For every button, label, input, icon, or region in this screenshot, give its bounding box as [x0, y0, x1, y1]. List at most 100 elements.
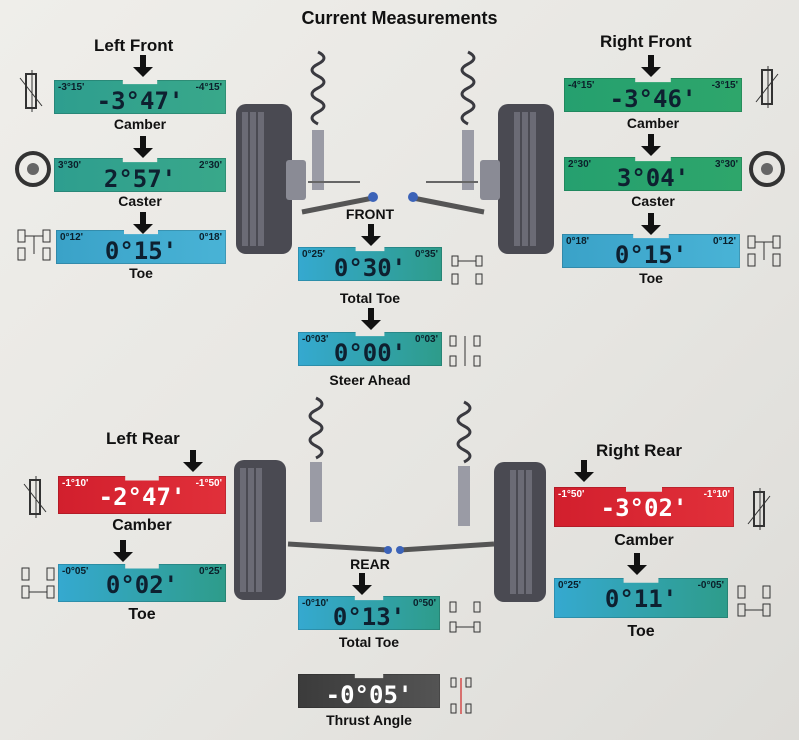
- right-rear-header: Right Rear: [596, 441, 682, 460]
- rf-camber-value: -3°46': [609, 85, 697, 113]
- rf-caster-min: 2°30': [568, 159, 592, 170]
- rf-caster-label: Caster: [631, 193, 675, 209]
- thrust-angle-label: Thrust Angle: [326, 712, 412, 728]
- left-rear-header: Left Rear: [106, 429, 180, 448]
- lr-camber-label: Camber: [112, 517, 172, 534]
- front-total-toe-value: 0°30': [333, 254, 407, 282]
- rf-toe-min: 0°18': [566, 236, 590, 247]
- rr-camber-arrow-icon: [574, 460, 594, 482]
- rear-total-toe-label: Total Toe: [338, 634, 400, 650]
- lr-toe-label: Toe: [128, 606, 156, 623]
- thrust-angle-value: -0°05': [325, 681, 413, 709]
- front-suspension-illustration: [236, 50, 554, 254]
- lr-camber-gauge: -1°10' -1°50' -2°47': [58, 476, 226, 514]
- page-title: Current Measurements: [301, 8, 498, 28]
- front-total-toe-gauge: 0°25' 0°35' 0°30': [298, 247, 442, 281]
- rf-toe-max: 0°12': [712, 236, 736, 247]
- rf-camber-label: Camber: [626, 115, 680, 131]
- lf-toe-gauge: 0°12' 0°18' 0°15': [56, 230, 226, 264]
- lf-camber-gauge: -3°15' -4°15' -3°47': [54, 80, 226, 114]
- rf-caster-arrow-icon: [641, 134, 661, 156]
- front-total-toe-min: 0°25': [302, 249, 326, 260]
- rf-camber-gauge: -4°15' -3°15' -3°46': [564, 78, 742, 112]
- steer-ahead-label: Steer Ahead: [329, 372, 411, 388]
- rear-total-toe-value: 0°13': [332, 603, 406, 631]
- front-total-toe-label: Total Toe: [339, 290, 401, 306]
- lf-toe-value: 0°15': [104, 237, 178, 265]
- lf-camber-label: Camber: [113, 116, 167, 132]
- lr-camber-value: -2°47': [98, 483, 186, 511]
- lf-camber-value: -3°47': [96, 87, 184, 115]
- steer-ahead-icon: [449, 335, 481, 367]
- lf-camber-max: -4°15': [195, 82, 222, 93]
- rr-toe-value: 0°11': [604, 585, 678, 613]
- rr-toe-label: Toe: [627, 623, 655, 640]
- right-front-header: Right Front: [600, 32, 692, 51]
- rear-total-toe-gauge: -0°10' 0°50' 0°13': [298, 596, 440, 630]
- rr-camber-max: -1°10': [703, 489, 730, 500]
- steer-ahead-min: -0°03': [302, 334, 329, 345]
- rr-toe-min: 0°25': [558, 580, 582, 591]
- lf-caster-min: 3°30': [58, 160, 82, 171]
- steer-ahead-max: 0°03': [414, 334, 438, 345]
- rf-camber-min: -4°15': [568, 80, 595, 91]
- rear-axle-label: REAR: [350, 556, 390, 572]
- toe-wheel-icon: [17, 229, 51, 261]
- rf-toe-arrow-icon: [641, 213, 661, 235]
- lr-camber-min: -1°10': [62, 478, 89, 489]
- total-toe-icon: [451, 255, 483, 285]
- camber-wheel-icon: [19, 70, 43, 112]
- lf-camber-arrow-icon: [133, 55, 153, 77]
- rf-caster-max: 3°30': [714, 159, 738, 170]
- camber-wheel-icon: [23, 476, 47, 518]
- rr-camber-gauge: -1°50' -1°10' -3°02': [554, 487, 734, 527]
- lr-toe-value: 0°02': [105, 571, 179, 599]
- lf-caster-value: 2°57': [103, 165, 177, 193]
- rear-total-toe-max: 0°50': [412, 598, 436, 609]
- toe-wheel-icon: [747, 235, 781, 267]
- lr-toe-gauge: -0°05' 0°25' 0°02': [58, 564, 226, 602]
- rr-toe-gauge: 0°25' -0°05' 0°11': [554, 578, 728, 618]
- total-toe-arrow-icon: [361, 224, 381, 246]
- rear-suspension-illustration: [234, 396, 546, 602]
- total-toe-icon: [449, 601, 481, 633]
- rr-camber-label: Camber: [614, 532, 674, 549]
- caster-wheel-icon: [749, 151, 785, 187]
- lf-toe-min: 0°12': [60, 232, 84, 243]
- lf-camber-min: -3°15': [58, 82, 85, 93]
- rf-caster-value: 3°04': [616, 164, 690, 192]
- lf-toe-arrow-icon: [133, 212, 153, 234]
- left-front-header: Left Front: [94, 36, 174, 55]
- rf-toe-label: Toe: [639, 270, 663, 286]
- rr-toe-max: -0°05': [697, 580, 724, 591]
- steer-ahead-gauge: -0°03' 0°03' 0°00': [298, 332, 442, 366]
- toe-wheel-icon: [737, 585, 771, 617]
- rr-toe-arrow-icon: [627, 553, 647, 575]
- lf-caster-gauge: 3°30' 2°30' 2°57': [54, 158, 226, 192]
- front-total-toe-max: 0°35': [414, 249, 438, 260]
- rear-total-toe-min: -0°10': [302, 598, 329, 609]
- rf-camber-arrow-icon: [641, 55, 661, 77]
- lr-camber-arrow-icon: [183, 450, 203, 472]
- lf-caster-max: 2°30': [198, 160, 222, 171]
- rf-caster-gauge: 2°30' 3°30' 3°04': [564, 157, 742, 191]
- thrust-angle-icon: [450, 677, 472, 714]
- rr-camber-value: -3°02': [600, 494, 688, 522]
- front-axle-label: FRONT: [345, 206, 395, 222]
- camber-wheel-icon: [747, 488, 771, 530]
- lf-caster-arrow-icon: [133, 136, 153, 158]
- rear-total-toe-arrow-icon: [352, 573, 372, 595]
- lf-toe-max: 0°18': [198, 232, 222, 243]
- rf-toe-value: 0°15': [614, 241, 688, 269]
- lr-toe-max: 0°25': [198, 566, 222, 577]
- steer-ahead-value: 0°00': [333, 339, 407, 367]
- lf-toe-label: Toe: [129, 265, 153, 281]
- rf-camber-max: -3°15': [711, 80, 738, 91]
- rr-camber-min: -1°50': [558, 489, 585, 500]
- camber-wheel-icon: [755, 66, 779, 108]
- caster-wheel-icon: [15, 151, 51, 187]
- toe-wheel-icon: [21, 567, 55, 599]
- lr-toe-min: -0°05': [62, 566, 89, 577]
- lr-toe-arrow-icon: [113, 540, 133, 562]
